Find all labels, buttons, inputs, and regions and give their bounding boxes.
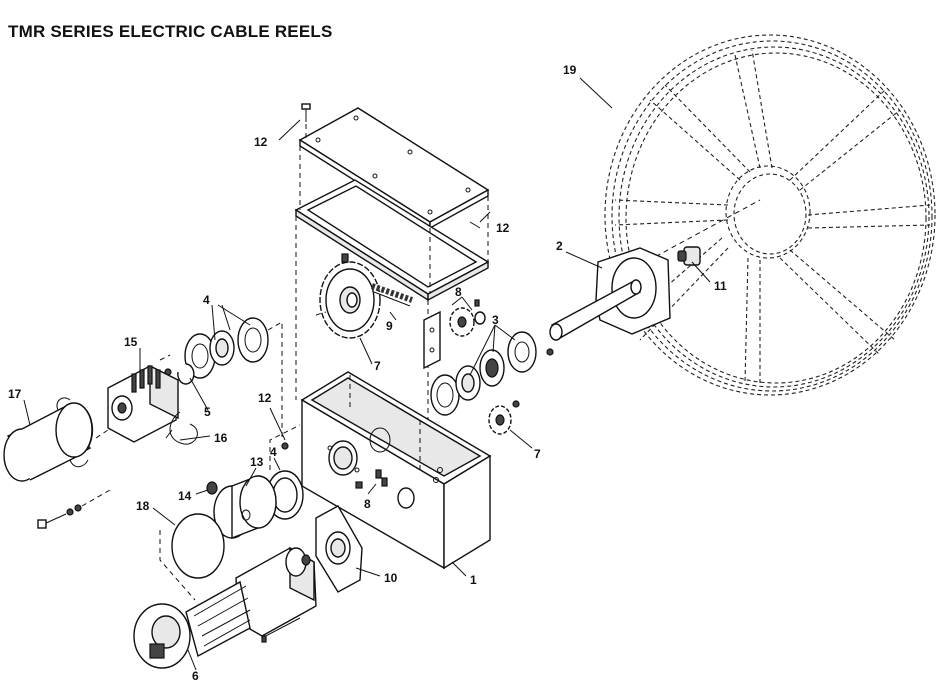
adapter-collar [213, 475, 277, 540]
drive-chain [371, 283, 413, 307]
callout-11: 11 [714, 279, 727, 293]
callout-4-top: 4 [203, 293, 210, 307]
callout-12-top: 12 [254, 135, 268, 149]
callout-2: 2 [556, 239, 563, 253]
callout-13: 13 [250, 455, 264, 469]
callout-15: 15 [124, 335, 138, 349]
cover-screw [301, 103, 311, 140]
mounting-bolt [37, 489, 111, 529]
housing-bolts [281, 442, 388, 489]
callout-5: 5 [204, 405, 211, 419]
callout-10: 10 [384, 571, 398, 585]
gear-motor [133, 546, 317, 669]
adapter-plate [315, 505, 363, 593]
set-screw [206, 481, 218, 495]
callout-4-mid: 4 [270, 445, 277, 459]
callout-16: 16 [214, 431, 228, 445]
small-sprocket [488, 400, 520, 435]
limit-switch [107, 364, 179, 443]
callout-7-large: 7 [374, 359, 381, 373]
callout-14: 14 [178, 489, 192, 503]
callout-1: 1 [470, 573, 477, 587]
o-ring [171, 513, 225, 579]
gearbox-housing [300, 371, 492, 570]
bearing-set-right [430, 331, 554, 416]
wire-harness [165, 411, 198, 445]
callout-8-top: 8 [455, 285, 462, 299]
callout-labels: 19 12 12 2 11 8 9 4 3 15 7 17 12 5 16 7 … [8, 63, 727, 683]
large-sprocket [315, 253, 381, 339]
callout-19: 19 [563, 63, 577, 77]
bearing-set-left [159, 317, 283, 440]
callout-18: 18 [136, 499, 150, 513]
gasket [294, 179, 490, 302]
reel-wheel [604, 34, 936, 396]
callout-3: 3 [492, 313, 499, 327]
callout-8-bottom: 8 [364, 497, 371, 511]
diagram-title: TMR SERIES ELECTRIC CABLE REELS [8, 22, 333, 41]
leader-lines [23, 77, 711, 671]
callout-12-side: 12 [258, 391, 272, 405]
bracket-and-small-sprocket [423, 299, 486, 370]
switch-cover [3, 397, 109, 482]
callout-7-small: 7 [534, 447, 541, 461]
shaft-assembly [549, 247, 671, 341]
callout-9: 9 [386, 319, 393, 333]
callout-17: 17 [8, 387, 22, 401]
callout-6: 6 [192, 669, 199, 683]
callout-12-gasket: 12 [496, 221, 510, 235]
connector-fitting [677, 246, 701, 266]
